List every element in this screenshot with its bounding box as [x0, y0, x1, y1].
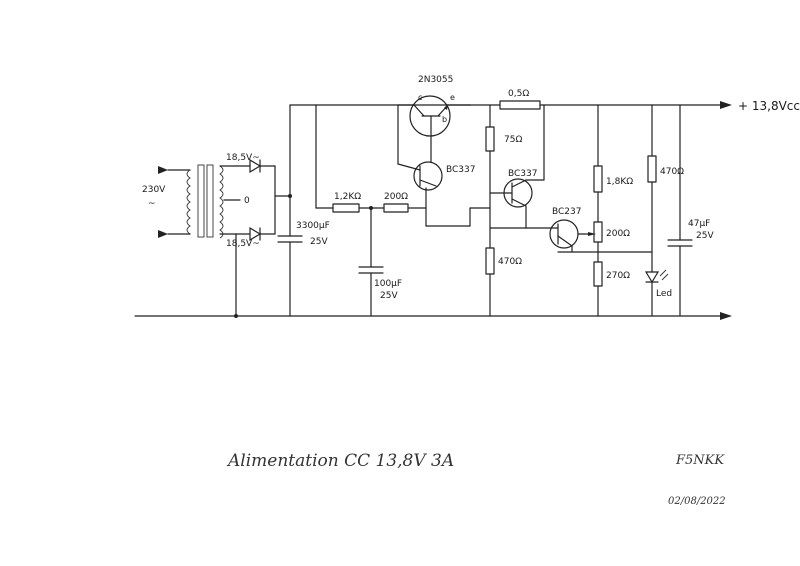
- regulator-transistor-bc237: [489, 219, 653, 253]
- cap47-value: 47µF: [688, 219, 710, 229]
- schematic-date: 02/08/2022: [668, 496, 726, 507]
- power-transistor-label: 2N3055: [418, 75, 453, 85]
- cap100-value: 100µF: [374, 279, 402, 289]
- rectifier-diodes: [235, 158, 292, 317]
- r200-label: 200Ω: [384, 192, 408, 202]
- shunt-resistor-label: 0,5Ω: [508, 89, 529, 99]
- output-capacitor: [667, 104, 693, 317]
- secondary-bottom-label: 18,5V~: [226, 239, 260, 249]
- r470-label: 470Ω: [498, 257, 522, 267]
- main-filter-capacitor: [277, 104, 303, 317]
- positive-rail: [289, 101, 732, 109]
- r270-label: 270Ω: [606, 271, 630, 281]
- r470b-label: 470Ω: [660, 167, 684, 177]
- voltage-divider: [588, 104, 603, 317]
- shunt-resistor: [499, 100, 541, 110]
- r18k-label: 1,8KΩ: [606, 177, 633, 187]
- pin-b-label: b: [442, 115, 447, 124]
- schematic-title: Alimentation CC 13,8V 3A: [226, 451, 454, 471]
- power-transistor-2n3055: [397, 95, 471, 137]
- regulator-transistor-label: BC237: [552, 207, 581, 217]
- cap100-voltage: 25V: [380, 291, 398, 301]
- led-label: Led: [656, 289, 672, 299]
- ground-rail: [134, 312, 732, 320]
- ac-symbol: ~: [148, 199, 156, 209]
- main-cap-value: 3300µF: [296, 221, 330, 231]
- pin-c-label: c: [418, 93, 422, 102]
- output-voltage-label: + 13,8Vcc: [738, 99, 800, 113]
- driver-transistor-bc337: [397, 104, 491, 227]
- cap47-voltage: 25V: [696, 231, 714, 241]
- mains-input-label: 230V: [142, 185, 166, 195]
- limit-transistor-label: BC337: [508, 169, 537, 179]
- pot200-label: 200Ω: [606, 229, 630, 239]
- base-feed-network: [315, 104, 427, 317]
- main-cap-voltage: 25V: [310, 237, 328, 247]
- transformer: [158, 164, 241, 239]
- pin-e-label: e: [450, 93, 455, 102]
- center-tap-label: 0: [244, 196, 250, 206]
- r75-label: 75Ω: [504, 135, 522, 145]
- driver-transistor-label: BC337: [446, 165, 475, 175]
- led-indicator: [644, 104, 669, 317]
- secondary-top-label: 18,5V~: [226, 153, 260, 163]
- author-callsign: F5NKK: [675, 453, 725, 468]
- r12k-label: 1,2KΩ: [334, 192, 361, 202]
- current-limit-section: [485, 104, 545, 317]
